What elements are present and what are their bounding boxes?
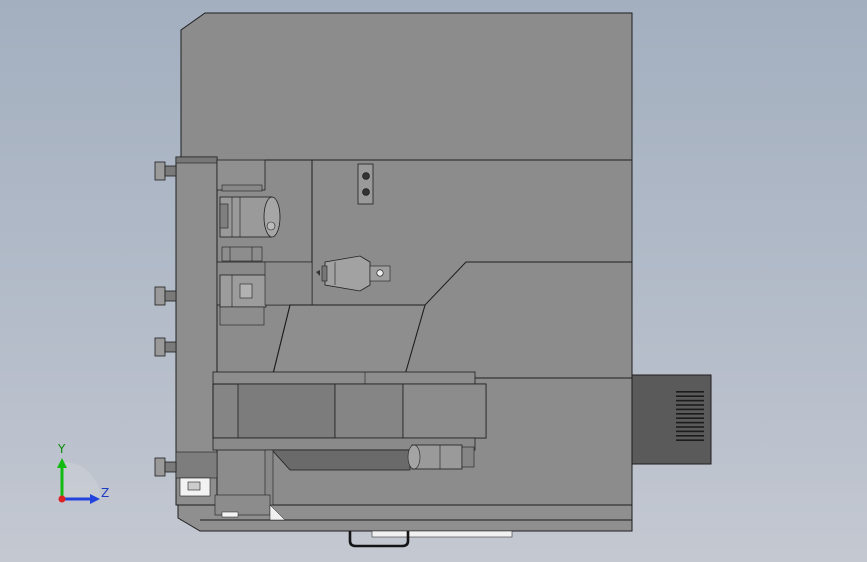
knob-bottom[interactable]: [154, 457, 177, 477]
vent-slots: [676, 391, 704, 441]
motor-middle: [219, 274, 267, 326]
knob-middle[interactable]: [154, 286, 177, 306]
vent-slot: [676, 426, 704, 428]
vent-slot: [676, 404, 704, 406]
vent-slot: [676, 395, 704, 397]
screw-plate: [357, 163, 374, 205]
axis-triad[interactable]: [57, 458, 101, 504]
carry-handle[interactable]: [348, 531, 410, 548]
knob-top[interactable]: [154, 161, 177, 181]
axis-x-dot: [58, 495, 66, 503]
vent-slot: [676, 435, 704, 437]
spindle-nozzle: [316, 255, 391, 292]
vent-slot: [676, 391, 704, 393]
vent-slot: [676, 413, 704, 415]
motor-upper: [219, 196, 281, 238]
vent-slot: [676, 439, 704, 441]
lower-carriage: [212, 371, 487, 451]
axis-y-label: Y: [58, 442, 66, 456]
vent-slot: [676, 417, 704, 419]
left-column: [175, 156, 218, 506]
inner-angled-panel: [403, 261, 633, 379]
base-white-strip: [371, 530, 513, 538]
vent-box: [631, 374, 712, 465]
vent-slot: [676, 399, 704, 402]
vent-slot: [676, 430, 704, 433]
vent-slot: [676, 408, 704, 411]
axis-z-label: Z: [101, 486, 110, 500]
vent-slot: [676, 421, 704, 424]
motor-lower: [407, 444, 475, 470]
knob-lower[interactable]: [154, 337, 177, 357]
